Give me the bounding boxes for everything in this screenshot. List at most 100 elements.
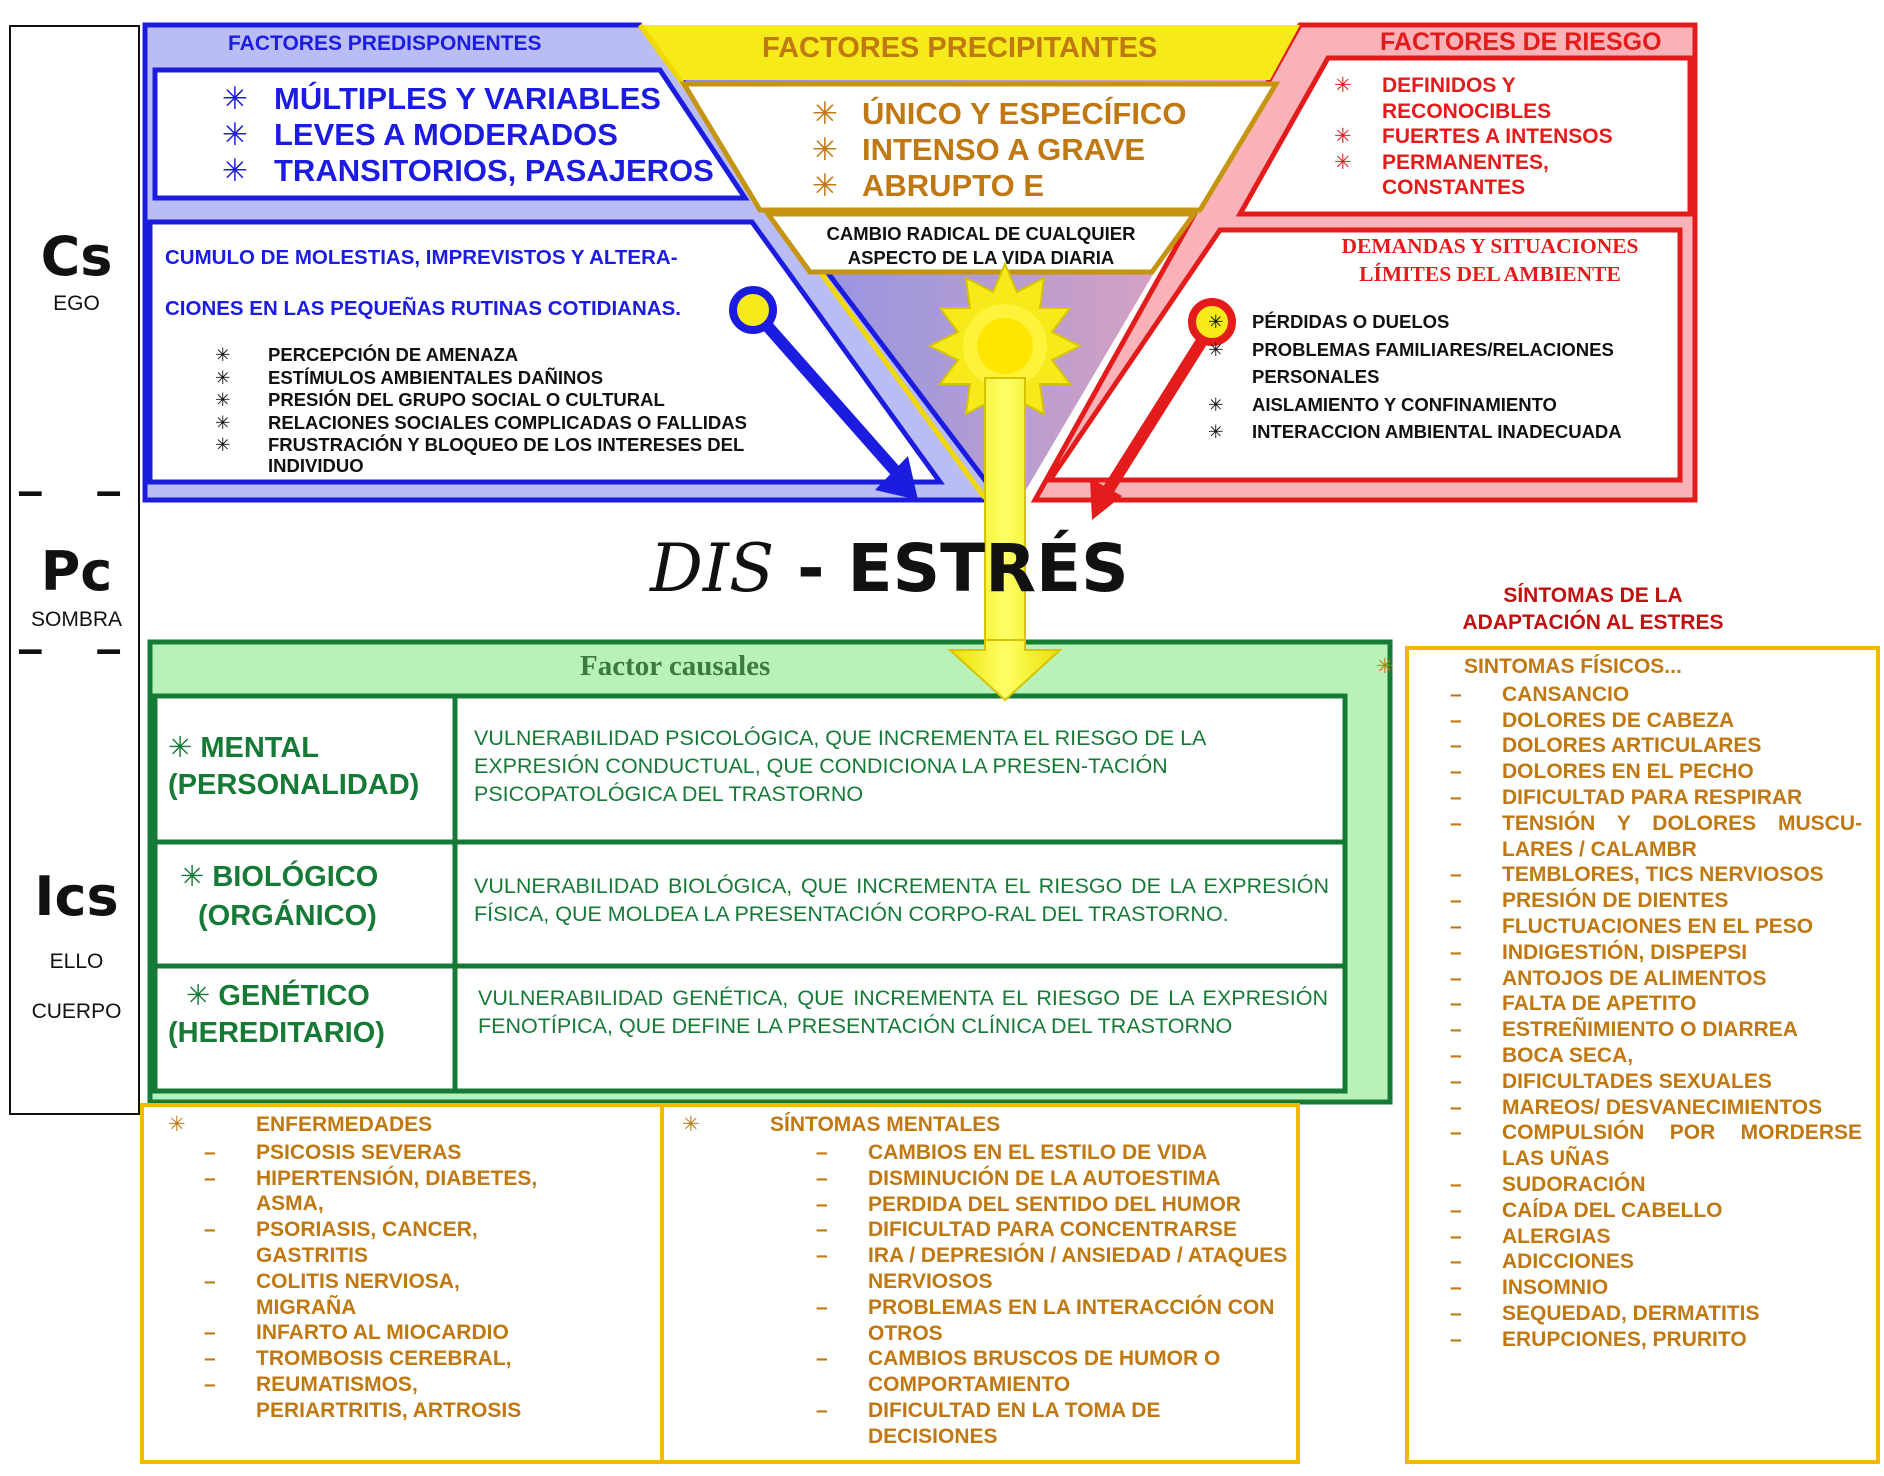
list-item: CAMBIOS BRUSCOS DE HUMOR O COMPORTAMIENT… [816,1346,1288,1398]
list-item: SEQUEDAD, DERMATITIS [1450,1301,1862,1327]
list-item: MÚLTIPLES Y VARIABLES [222,81,714,117]
list-item: RELACIONES SOCIALES COMPLICADAS O FALLID… [215,412,795,435]
list-item: ADICCIONES [1450,1249,1862,1275]
main-title: DIS - ESTRÉS [650,530,1129,607]
enfermedades-list: ENFERMEDADES PSICOSIS SEVERAS HIPERTENSI… [168,1112,556,1424]
list-item: PRESIÓN DE DIENTES [1450,888,1862,914]
list-item: PÉRDIDAS O DUELOS [1208,308,1678,336]
list-item: CANSANCIO [1450,682,1862,708]
list-item: PSICOSIS SEVERAS [204,1140,556,1166]
factor-genetico-text: VULNERABILIDAD GENÉTICA, QUE INCREMENTA … [478,986,1328,1038]
factor-mental-text: VULNERABILIDAD PSICOLÓGICA, QUE INCREMEN… [474,726,1206,806]
precipitantes-list: ÚNICO Y ESPECÍFICO INTENSO A GRAVE ABRUP… [812,96,1186,204]
list-item: PERMANENTES, [1334,150,1613,176]
cuerpo-label: CUERPO [31,1000,122,1023]
list-item: PROBLEMAS EN LA INTERACCIÓN CON OTROS [816,1295,1288,1347]
divider-dashes: – – [17,622,142,674]
list-item: ESTREÑIMIENTO O DIARREA [1450,1017,1862,1043]
list-item: HIPERTENSIÓN, DIABETES, ASMA, [204,1166,556,1218]
list-item: IRA / DEPRESIÓN / ANSIEDAD / ATAQUES NER… [816,1243,1288,1295]
factor-biologico-label: ✳ BIOLÓGICO (ORGÁNICO) [180,861,379,932]
list-item: CAÍDA DEL CABELLO [1450,1198,1862,1224]
list-item: TENSIÓN Y DOLORES MUSCU-LARES / CALAMBR [1450,811,1862,863]
list-item: TEMBLORES, TICS NERVIOSOS [1450,862,1862,888]
list-item: DOLORES DE CABEZA [1450,708,1862,734]
factor-mental-label: ✳ MENTAL (PERSONALIDAD) [168,732,420,801]
predisponentes-title: FACTORES PREDISPONENTES [228,32,542,55]
list-item: DOLORES EN EL PECHO [1450,759,1862,785]
list-item: ANTOJOS DE ALIMENTOS [1450,966,1862,992]
list-head: SÍNTOMAS MENTALES [682,1112,1270,1138]
list-item: LEVES A MODERADOS [222,117,714,153]
divider-dashes: – – [17,464,142,516]
list-item: TRANSITORIOS, PASAJEROS [222,153,714,189]
sombra-label: SOMBRA [30,608,122,631]
ics-label: Ics [34,865,119,928]
list-head: SINTOMAS FÍSICOS... [1376,654,1862,680]
list-item: DIFICULTAD PARA CONCENTRARSE [816,1217,1288,1243]
list-item: ALERGIAS [1450,1224,1862,1250]
list-item: PERCEPCIÓN DE AMENAZA [215,344,795,367]
list-item: DEFINIDOS Y [1334,73,1613,99]
factor-genetico-label: ✳ GENÉTICO (HEREDITARIO) [168,980,385,1049]
list-item: DIFICULTADES SEXUALES [1450,1069,1862,1095]
list-item: INSOMNIO [1450,1275,1862,1301]
list-item: FLUCTUACIONES EN EL PESO [1450,914,1862,940]
list-item: MAREOS/ DESVANECIMIENTOS [1450,1095,1862,1121]
list-item: INTENSO A GRAVE [812,132,1186,168]
dis-word: DIS [650,530,775,607]
list-item: CAMBIOS EN EL ESTILO DE VIDA [816,1140,1288,1166]
list-item: FRUSTRACIÓN Y BLOQUEO DE LOS INTERESES D… [215,434,795,476]
list-item: REUMATISMOS, PERIARTRITIS, ARTROSIS [204,1372,556,1424]
list-item: PERSONALES [1252,366,1380,387]
list-item: INDIGESTIÓN, DISPEPSI [1450,940,1862,966]
estres-word: - ESTRÉS [774,530,1129,607]
list-item: DOLORES ARTICULARES [1450,733,1862,759]
predisponentes-list: MÚLTIPLES Y VARIABLES LEVES A MODERADOS … [222,81,714,189]
list-item: RECONOCIBLES [1382,99,1552,123]
sintomas-mentales-items: CAMBIOS EN EL ESTILO DE VIDA DISMINUCIÓN… [816,1140,1288,1450]
list-item: SUDORACIÓN [1450,1172,1862,1198]
sintomas-mentales-list: SÍNTOMAS MENTALES [682,1112,1270,1140]
sintomas-fisicos-list: SINTOMAS FÍSICOS... CANSANCIO DOLORES DE… [1376,654,1862,1353]
factor-biologico-text: VULNERABILIDAD BIOLÓGICA, QUE INCREMENTA… [474,874,1329,926]
list-item: DIFICULTAD PARA RESPIRAR [1450,785,1862,811]
adaptacion-title: SÍNTOMAS DE LA ADAPTACIÓN AL ESTRES [1462,584,1724,634]
cs-label: Cs [40,225,113,288]
list-item: DISMINUCIÓN DE LA AUTOESTIMA [816,1166,1288,1192]
pc-label: Pc [40,540,113,603]
riesgo-title: FACTORES DE RIESGO [1380,28,1662,56]
riesgo-demands: DEMANDAS Y SITUACIONES LÍMITES DEL AMBIE… [1341,234,1639,286]
list-item: ÚNICO Y ESPECÍFICO [812,96,1186,132]
consciousness-column [9,25,140,1115]
list-item: BOCA SECA, [1450,1043,1862,1069]
list-item: ESTÍMULOS AMBIENTALES DAÑINOS [215,367,795,390]
list-item: AISLAMIENTO Y CONFINAMIENTO [1208,391,1678,419]
list-item: COLITIS NERVIOSA, MIGRAÑA [204,1269,556,1321]
ello-label: ELLO [49,950,104,973]
predisponentes-desc-line1: CUMULO DE MOLESTIAS, IMPREVISTOS Y ALTER… [165,246,678,269]
list-item: COMPULSIÓN POR MORDERSE LAS UÑAS [1450,1120,1862,1172]
list-item: INTERACCION AMBIENTAL INADECUADA [1208,418,1678,446]
precipitantes-band [640,25,1300,80]
predisponentes-desc-line2: CIONES EN LAS PEQUEÑAS RUTINAS COTIDIANA… [165,297,681,320]
list-item: ERUPCIONES, PRURITO [1450,1327,1862,1353]
list-item: FUERTES A INTENSOS [1334,124,1613,150]
list-item: PERDIDA DEL SENTIDO DEL HUMOR [816,1192,1288,1218]
sintomas-mentales-frame [660,1103,1300,1464]
riesgo-demands-list: PÉRDIDAS O DUELOS PROBLEMAS FAMILIARES/R… [1208,308,1678,446]
sintomas-fisicos-frame [1405,646,1880,1464]
list-item: PROBLEMAS FAMILIARES/RELACIONES [1208,336,1678,364]
list-head: ENFERMEDADES [168,1112,556,1138]
causales-title: Factor causales [580,650,771,682]
ego-label: EGO [53,292,100,315]
list-item: INFARTO AL MIOCARDIO [204,1320,556,1346]
precipitantes-title: FACTORES PRECIPITANTES [762,32,1158,64]
riesgo-list: DEFINIDOS Y RECONOCIBLES FUERTES A INTEN… [1334,73,1613,201]
list-item: DIFICULTAD EN LA TOMA DE DECISIONES [816,1398,1288,1450]
list-item: FALTA DE APETITO [1450,991,1862,1017]
list-item: PSORIASIS, CANCER, GASTRITIS [204,1217,556,1269]
list-item: ABRUPTO E [812,168,1186,204]
list-item: TROMBOSIS CEREBRAL, [204,1346,556,1372]
predisponentes-sub-list: PERCEPCIÓN DE AMENAZA ESTÍMULOS AMBIENTA… [215,344,795,476]
